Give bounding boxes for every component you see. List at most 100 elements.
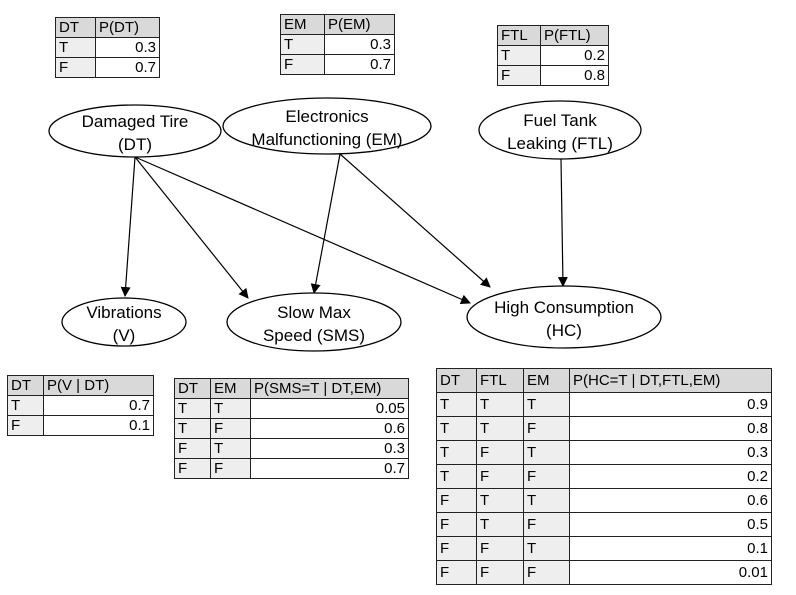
cpt-value-cell: 0.3 (250, 438, 409, 459)
node-vibrations-line1: Vibrations (86, 303, 161, 322)
cpt-value-cell: 0.1 (43, 415, 154, 436)
node-electronics-malfunctioning: Electronics Malfunctioning (EM) (222, 97, 432, 155)
cpt-key-cell: F (476, 536, 524, 561)
node-high-consumption-line2: (HC) (546, 321, 582, 340)
cpt-high-consumption: DT FTL EM P(HC=T | DT,FTL,EM) T T T 0.9 … (436, 368, 772, 585)
cpt-row: F F T 0.1 (436, 536, 772, 561)
cpt-key-cell: F (174, 438, 211, 459)
cpt-row: T 0.3 (55, 37, 160, 58)
cpt-header-cell: P(SMS=T | DT,EM) (250, 378, 409, 399)
cpt-key-cell: T (210, 438, 251, 459)
cpt-row: T F T 0.3 (436, 440, 772, 465)
node-damaged-tire-line2: (DT) (118, 135, 152, 154)
cpt-key-cell: T (497, 45, 541, 66)
cpt-value-cell: 0.8 (569, 416, 772, 441)
edge-em-to-hc (339, 153, 491, 288)
cpt-key-cell: F (436, 488, 477, 513)
cpt-key-cell: F (476, 464, 524, 489)
cpt-value-cell: 0.6 (250, 418, 409, 439)
node-damaged-tire: Damaged Tire (DT) (48, 104, 222, 158)
cpt-row: T T T 0.9 (436, 392, 772, 417)
cpt-key-cell: F (174, 458, 211, 479)
cpt-key-cell: F (7, 415, 44, 436)
cpt-key-cell: F (210, 418, 251, 439)
node-electronics-malfunctioning-line1: Electronics (285, 107, 368, 126)
cpt-key-cell: T (523, 536, 570, 561)
cpt-row: F T 0.3 (174, 438, 409, 459)
cpt-key-cell: F (523, 416, 570, 441)
cpt-header-cell: DT (55, 17, 96, 38)
node-vibrations-line2: (V) (113, 326, 136, 345)
cpt-key-cell: F (436, 560, 477, 585)
cpt-row: T F F 0.2 (436, 464, 772, 489)
cpt-value-cell: 0.7 (324, 54, 395, 75)
cpt-value-cell: 0.2 (540, 45, 609, 66)
cpt-key-cell: F (497, 65, 541, 86)
cpt-key-cell: T (436, 392, 477, 417)
cpt-row: T 0.2 (497, 45, 609, 66)
cpt-key-cell: F (436, 512, 477, 537)
cpt-key-cell: T (210, 398, 251, 419)
cpt-header-cell: DT (174, 378, 211, 399)
cpt-row: F T F 0.5 (436, 512, 772, 537)
cpt-value-cell: 0.3 (569, 440, 772, 465)
cpt-value-cell: 0.7 (250, 458, 409, 479)
cpt-key-cell: T (476, 488, 524, 513)
cpt-value-cell: 0.05 (250, 398, 409, 419)
cpt-key-cell: T (436, 440, 477, 465)
cpt-fuel-tank-leaking: FTL P(FTL) T 0.2 F 0.8 (497, 25, 609, 86)
cpt-row: F 0.1 (7, 415, 154, 436)
cpt-header-cell: DT (436, 368, 477, 393)
node-fuel-tank-leaking: Fuel Tank Leaking (FTL) (478, 100, 642, 160)
cpt-key-cell: T (523, 392, 570, 417)
cpt-row: F 0.7 (55, 57, 160, 78)
edge-dt-to-sms (134, 156, 249, 299)
cpt-key-cell: F (476, 560, 524, 585)
node-slow-max-speed-line1: Slow Max (277, 303, 351, 322)
cpt-value-cell: 0.3 (95, 37, 160, 58)
cpt-header-cell: FTL (497, 25, 541, 46)
node-vibrations: Vibrations (V) (61, 297, 187, 347)
edge-ftl-to-hc (557, 158, 568, 287)
node-electronics-malfunctioning-line2: Malfunctioning (EM) (251, 130, 402, 149)
cpt-value-cell: 0.6 (569, 488, 772, 513)
cpt-header-cell: P(FTL) (540, 25, 609, 46)
cpt-key-cell: F (523, 560, 570, 585)
cpt-header-cell: P(DT) (95, 17, 160, 38)
node-fuel-tank-leaking-line1: Fuel Tank (523, 111, 597, 130)
cpt-key-cell: T (174, 418, 211, 439)
cpt-row: T T F 0.8 (436, 416, 772, 441)
cpt-row: T 0.7 (7, 395, 154, 416)
node-slow-max-speed: Slow Max Speed (SMS) (226, 292, 402, 352)
cpt-key-cell: T (7, 395, 44, 416)
node-damaged-tire-line1: Damaged Tire (82, 112, 189, 131)
edges (120, 153, 568, 304)
node-fuel-tank-leaking-line2: Leaking (FTL) (507, 134, 613, 153)
cpt-value-cell: 0.8 (540, 65, 609, 86)
cpt-key-cell: T (55, 37, 96, 58)
cpt-value-cell: 0.9 (569, 392, 772, 417)
cpt-row: F 0.7 (280, 54, 395, 75)
cpt-value-cell: 0.1 (569, 536, 772, 561)
cpt-key-cell: F (210, 458, 251, 479)
cpt-key-cell: T (174, 398, 211, 419)
cpt-key-cell: T (476, 392, 524, 417)
edge-em-to-sms (310, 153, 341, 294)
edge-dt-to-v (120, 156, 136, 297)
cpt-row: F F F 0.01 (436, 560, 772, 585)
cpt-slow-max-speed: DT EM P(SMS=T | DT,EM) T T 0.05 T F 0.6 … (174, 378, 409, 479)
cpt-key-cell: F (476, 440, 524, 465)
cpt-key-cell: F (523, 464, 570, 489)
cpt-row: F F 0.7 (174, 458, 409, 479)
cpt-row: F 0.8 (497, 65, 609, 86)
node-high-consumption: High Consumption (HC) (466, 285, 662, 349)
cpt-header-cell: P(HC=T | DT,FTL,EM) (569, 368, 772, 393)
cpt-key-cell: F (523, 512, 570, 537)
cpt-header-cell: FTL (476, 368, 524, 393)
cpt-header-cell: EM (210, 378, 251, 399)
cpt-header-cell: P(EM) (324, 14, 395, 35)
cpt-value-cell: 0.7 (43, 395, 154, 416)
cpt-key-cell: T (523, 488, 570, 513)
cpt-key-cell: T (280, 34, 325, 55)
